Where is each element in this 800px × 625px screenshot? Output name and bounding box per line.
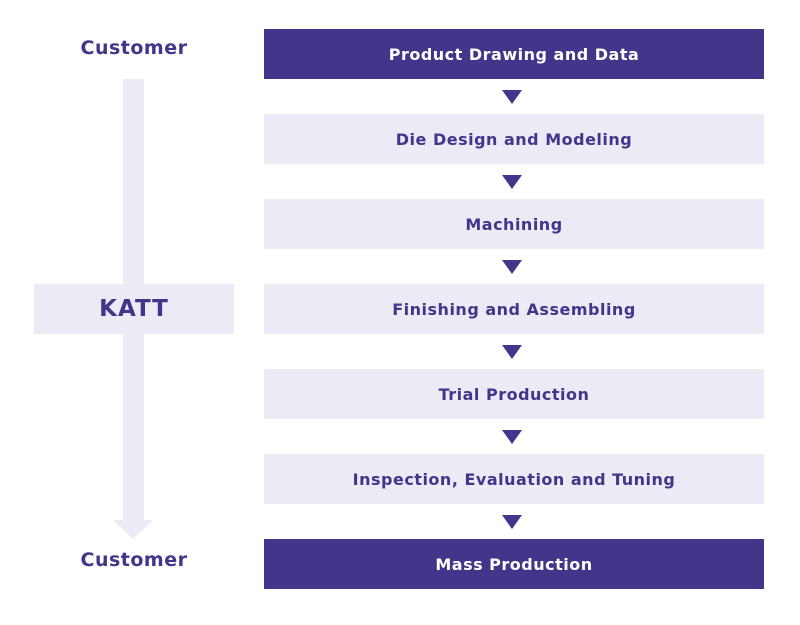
customer-end-label: Customer [80,549,188,571]
katt-label: KATT [99,296,169,322]
step-mass-production: Mass Production [264,539,764,589]
step-label: Inspection, Evaluation and Tuning [352,469,676,489]
step-die-design: Die Design and Modeling [264,114,764,164]
step-label: Mass Production [435,554,593,574]
step-label: Die Design and Modeling [395,129,633,149]
down-arrow-icon [113,520,153,539]
step-arrow-icon [502,260,522,274]
step-inspection: Inspection, Evaluation and Tuning [264,454,764,504]
katt-label-box: KATT [34,284,234,334]
customer-start-label: Customer [80,37,188,59]
step-finishing: Finishing and Assembling [264,284,764,334]
step-label: Machining [465,214,563,234]
step-label: Product Drawing and Data [388,44,640,64]
step-arrow-icon [502,515,522,529]
step-arrow-icon [502,430,522,444]
step-arrow-icon [502,345,522,359]
step-machining: Machining [264,199,764,249]
step-label: Trial Production [438,384,590,404]
step-product-drawing: Product Drawing and Data [264,29,764,79]
step-arrow-icon [502,175,522,189]
step-label: Finishing and Assembling [392,299,636,319]
step-arrow-icon [502,90,522,104]
step-trial-production: Trial Production [264,369,764,419]
